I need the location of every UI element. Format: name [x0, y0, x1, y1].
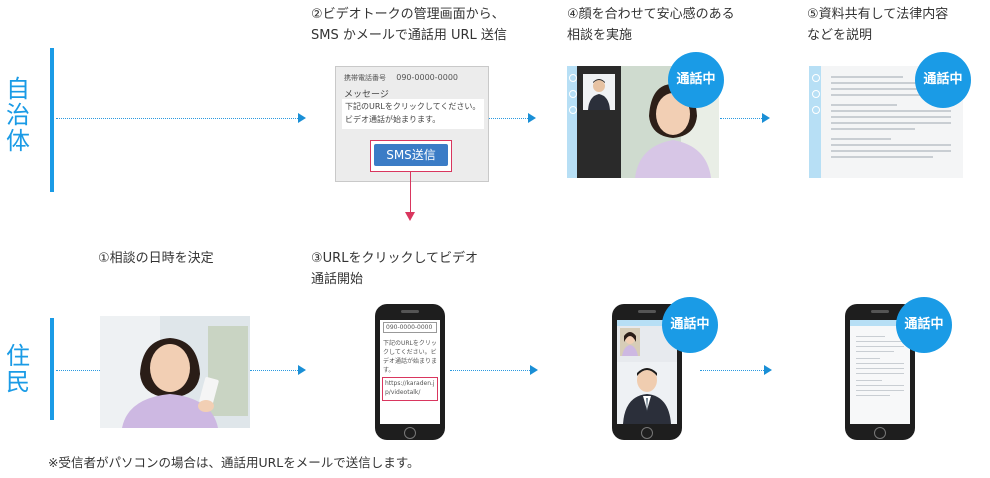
flow-arrow-top-2	[528, 113, 536, 123]
phone-sms-screen: 090-0000-0000 下記のURLをクリックしてください。ビデオ通話が始ま…	[380, 320, 440, 424]
step-3-line2: 通話開始	[311, 272, 364, 287]
sms-send-button[interactable]: SMS送信	[374, 144, 448, 166]
red-down-arrow-head	[405, 212, 415, 221]
sms-phone-number: 090-0000-0000	[396, 73, 458, 82]
phone-speaker	[638, 310, 656, 313]
doc-text-lines	[831, 72, 951, 162]
flow-line-bottom-4	[700, 370, 766, 371]
resident-phone-document	[845, 304, 915, 440]
phone-doc-lines	[856, 332, 904, 400]
in-call-badge-pc-video: 通話中	[668, 52, 724, 108]
flow-line-bottom-2	[250, 370, 300, 371]
step-2-caption: ②ビデオトークの管理画面から、 SMS かメールで通話用 URL 送信	[311, 4, 507, 46]
flow-arrow-bottom-1	[298, 365, 306, 375]
flow-line-top-3	[720, 118, 764, 119]
step-4-line2: 相談を実施	[567, 28, 633, 43]
sms-message-label: メッセージ	[344, 90, 389, 100]
phone-sms-number: 090-0000-0000	[383, 322, 437, 333]
in-call-badge-phone-video: 通話中	[662, 297, 718, 353]
flow-line-bottom-1	[56, 370, 100, 371]
phone-main-person-image	[617, 362, 677, 424]
step-3-line1: ③URLをクリックしてビデオ	[311, 251, 479, 266]
phone-speaker	[401, 310, 419, 313]
in-call-badge-pc-doc: 通話中	[915, 52, 971, 108]
step-3-caption: ③URLをクリックしてビデオ 通話開始	[311, 248, 478, 290]
step-4-line1: ④顔を合わせて安心感のある	[567, 7, 735, 22]
pc-self-view-panel	[577, 66, 621, 178]
resident-phone-video	[612, 304, 682, 440]
step-1-caption: ①相談の日時を決定	[98, 251, 214, 266]
sms-phone-row: 携帯電話番号 090-0000-0000	[344, 73, 458, 83]
phone-sms-message: 下記のURLをクリックしてください。ビデオ通話が始まります。	[383, 340, 437, 374]
phone-self-view-image	[620, 328, 640, 356]
flow-arrow-top-1	[298, 113, 306, 123]
self-view-person-image	[583, 74, 615, 110]
footnote: ※受信者がパソコンの場合は、通話用URLをメールで送信します。	[48, 455, 420, 470]
sms-phone-label: 携帯電話番号	[344, 74, 386, 82]
step-5-line1: ⑤資料共有して法律内容	[807, 7, 949, 22]
sms-admin-panel: 携帯電話番号 090-0000-0000 メッセージ 下記のURLをクリックして…	[335, 66, 489, 182]
resident-row-bar	[50, 318, 54, 420]
flow-line-top-1	[56, 118, 300, 119]
step-5-line2: などを説明	[807, 28, 873, 43]
resident-photo	[100, 316, 250, 428]
phone-sms-link[interactable]: https://karaden.jp/videotalk/	[382, 377, 438, 401]
phone-home-button	[641, 427, 653, 439]
resident-phone-sms: 090-0000-0000 下記のURLをクリックしてください。ビデオ通話が始ま…	[375, 304, 445, 440]
flow-arrow-bottom-2	[530, 365, 538, 375]
step-2-line2: SMS かメールで通話用 URL 送信	[311, 28, 507, 43]
red-down-arrow-line	[410, 172, 411, 214]
in-call-badge-phone-doc: 通話中	[896, 297, 952, 353]
step-5-caption: ⑤資料共有して法律内容 などを説明	[807, 4, 948, 46]
municipality-row-bar	[50, 48, 54, 192]
resident-row-label: 住民	[6, 342, 30, 396]
sms-send-highlight: SMS送信	[370, 140, 452, 172]
phone-video-screen	[617, 320, 677, 424]
sms-message-textarea[interactable]: 下記のURLをクリックしてください。ビデオ通話が始まります。	[342, 99, 484, 129]
phone-home-button	[404, 427, 416, 439]
flow-line-bottom-3	[450, 370, 532, 371]
municipality-row-label: 自治体	[6, 75, 30, 155]
step-4-caption: ④顔を合わせて安心感のある 相談を実施	[567, 4, 735, 46]
phone-speaker	[871, 310, 889, 313]
pc-sidebar	[567, 66, 577, 178]
step-2-line1: ②ビデオトークの管理画面から、	[311, 7, 505, 22]
flow-arrow-bottom-3	[764, 365, 772, 375]
flow-line-top-2	[488, 118, 530, 119]
doc-sidebar	[809, 66, 821, 178]
flow-arrow-top-3	[762, 113, 770, 123]
phone-home-button	[874, 427, 886, 439]
